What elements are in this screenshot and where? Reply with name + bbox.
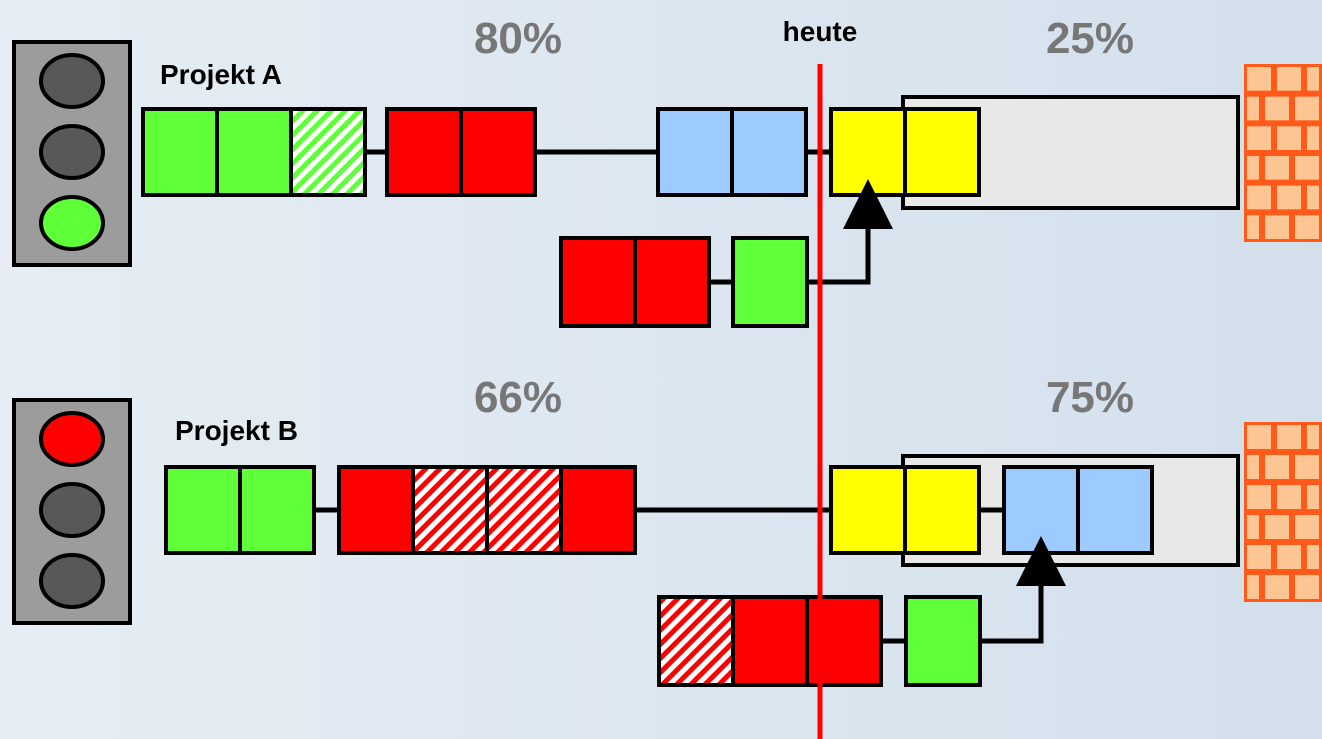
brick — [1247, 575, 1259, 599]
brick — [1277, 67, 1301, 91]
brick — [1295, 215, 1319, 239]
projekt-b-main-task-block — [485, 465, 563, 555]
brick — [1247, 515, 1259, 539]
brick — [1307, 67, 1319, 91]
brick-wall-projekt-b — [1244, 422, 1322, 602]
project-name-label: Projekt B — [175, 415, 298, 446]
brick — [1247, 455, 1259, 479]
projekt-a-feed-task-block — [731, 236, 809, 328]
brick-wall-mortar — [1244, 64, 1322, 242]
brick — [1307, 425, 1319, 449]
traffic-light-lamp-red — [39, 53, 105, 109]
projekt-a-main-task-block — [385, 107, 463, 197]
projekt-b-main-task-block — [337, 465, 415, 555]
traffic-light-lamp-yellow — [39, 482, 105, 538]
projekt-b-feed-task-block — [657, 595, 735, 687]
progress-done-label: 80% — [474, 14, 562, 63]
brick — [1265, 455, 1289, 479]
brick — [1307, 185, 1319, 210]
brick — [1265, 96, 1289, 121]
brick — [1277, 425, 1301, 449]
projekt-b-feed-task-block — [731, 595, 809, 687]
projekt-a-feed-task-block — [559, 236, 637, 328]
feeding-arrow — [980, 536, 1066, 644]
brick — [1265, 575, 1289, 599]
projekt-a-main-task-block — [730, 107, 808, 197]
projekt-a-main-task-block — [289, 107, 367, 197]
brick — [1247, 185, 1271, 210]
progress-open-label: 25% — [1046, 14, 1134, 63]
brick — [1277, 126, 1301, 150]
projekt-a-main-task-block — [903, 107, 981, 197]
brick — [1295, 455, 1319, 479]
traffic-light-projekt-b — [12, 398, 132, 625]
project-name-label: Projekt A — [160, 59, 282, 90]
projekt-b-main-task-block — [1002, 465, 1080, 555]
brick — [1277, 185, 1301, 210]
projekt-b-main-task-block — [559, 465, 637, 555]
projekt-a-main-task-block — [459, 107, 537, 197]
brick-wall-projekt-a — [1244, 64, 1322, 242]
traffic-light-lamp-green — [39, 195, 105, 251]
brick — [1277, 545, 1301, 569]
brick — [1295, 515, 1319, 539]
brick — [1247, 126, 1271, 150]
brick — [1307, 485, 1319, 509]
brick — [1265, 515, 1289, 539]
projekt-a-main-task-block — [215, 107, 293, 197]
projekt-b-feed-task-block — [904, 595, 982, 687]
projekt-a-main-task-block — [656, 107, 734, 197]
brick — [1247, 425, 1271, 449]
brick — [1265, 156, 1289, 180]
projekt-b-main-task-block — [903, 465, 981, 555]
brick — [1247, 545, 1271, 569]
brick — [1295, 96, 1319, 121]
projekt-b-main-task-block — [238, 465, 316, 555]
projekt-b-main-task-block — [411, 465, 489, 555]
brick-wall-mortar — [1244, 422, 1322, 602]
traffic-light-lamp-yellow — [39, 124, 105, 180]
projekt-b-main-task-block — [829, 465, 907, 555]
brick — [1307, 126, 1319, 150]
projekt-a-main-task-block — [141, 107, 219, 197]
today-label: heute — [783, 16, 858, 47]
brick — [1247, 485, 1271, 509]
projekt-b-main-task-block — [1076, 465, 1154, 555]
progress-done-label: 66% — [474, 373, 562, 422]
projekt-b-main-task-block — [164, 465, 242, 555]
projekt-a-feed-task-block — [633, 236, 711, 328]
brick — [1247, 96, 1259, 121]
brick — [1247, 215, 1259, 239]
brick — [1295, 156, 1319, 180]
brick — [1307, 545, 1319, 569]
brick — [1277, 485, 1301, 509]
brick — [1265, 215, 1289, 239]
traffic-light-lamp-green — [39, 553, 105, 609]
brick — [1295, 575, 1319, 599]
traffic-light-lamp-red — [39, 411, 105, 467]
brick — [1247, 156, 1259, 180]
projekt-a-main-task-block — [829, 107, 907, 197]
brick — [1247, 67, 1271, 91]
progress-open-label: 75% — [1046, 373, 1134, 422]
feeding-arrow — [807, 179, 893, 285]
traffic-light-projekt-a — [12, 40, 132, 267]
